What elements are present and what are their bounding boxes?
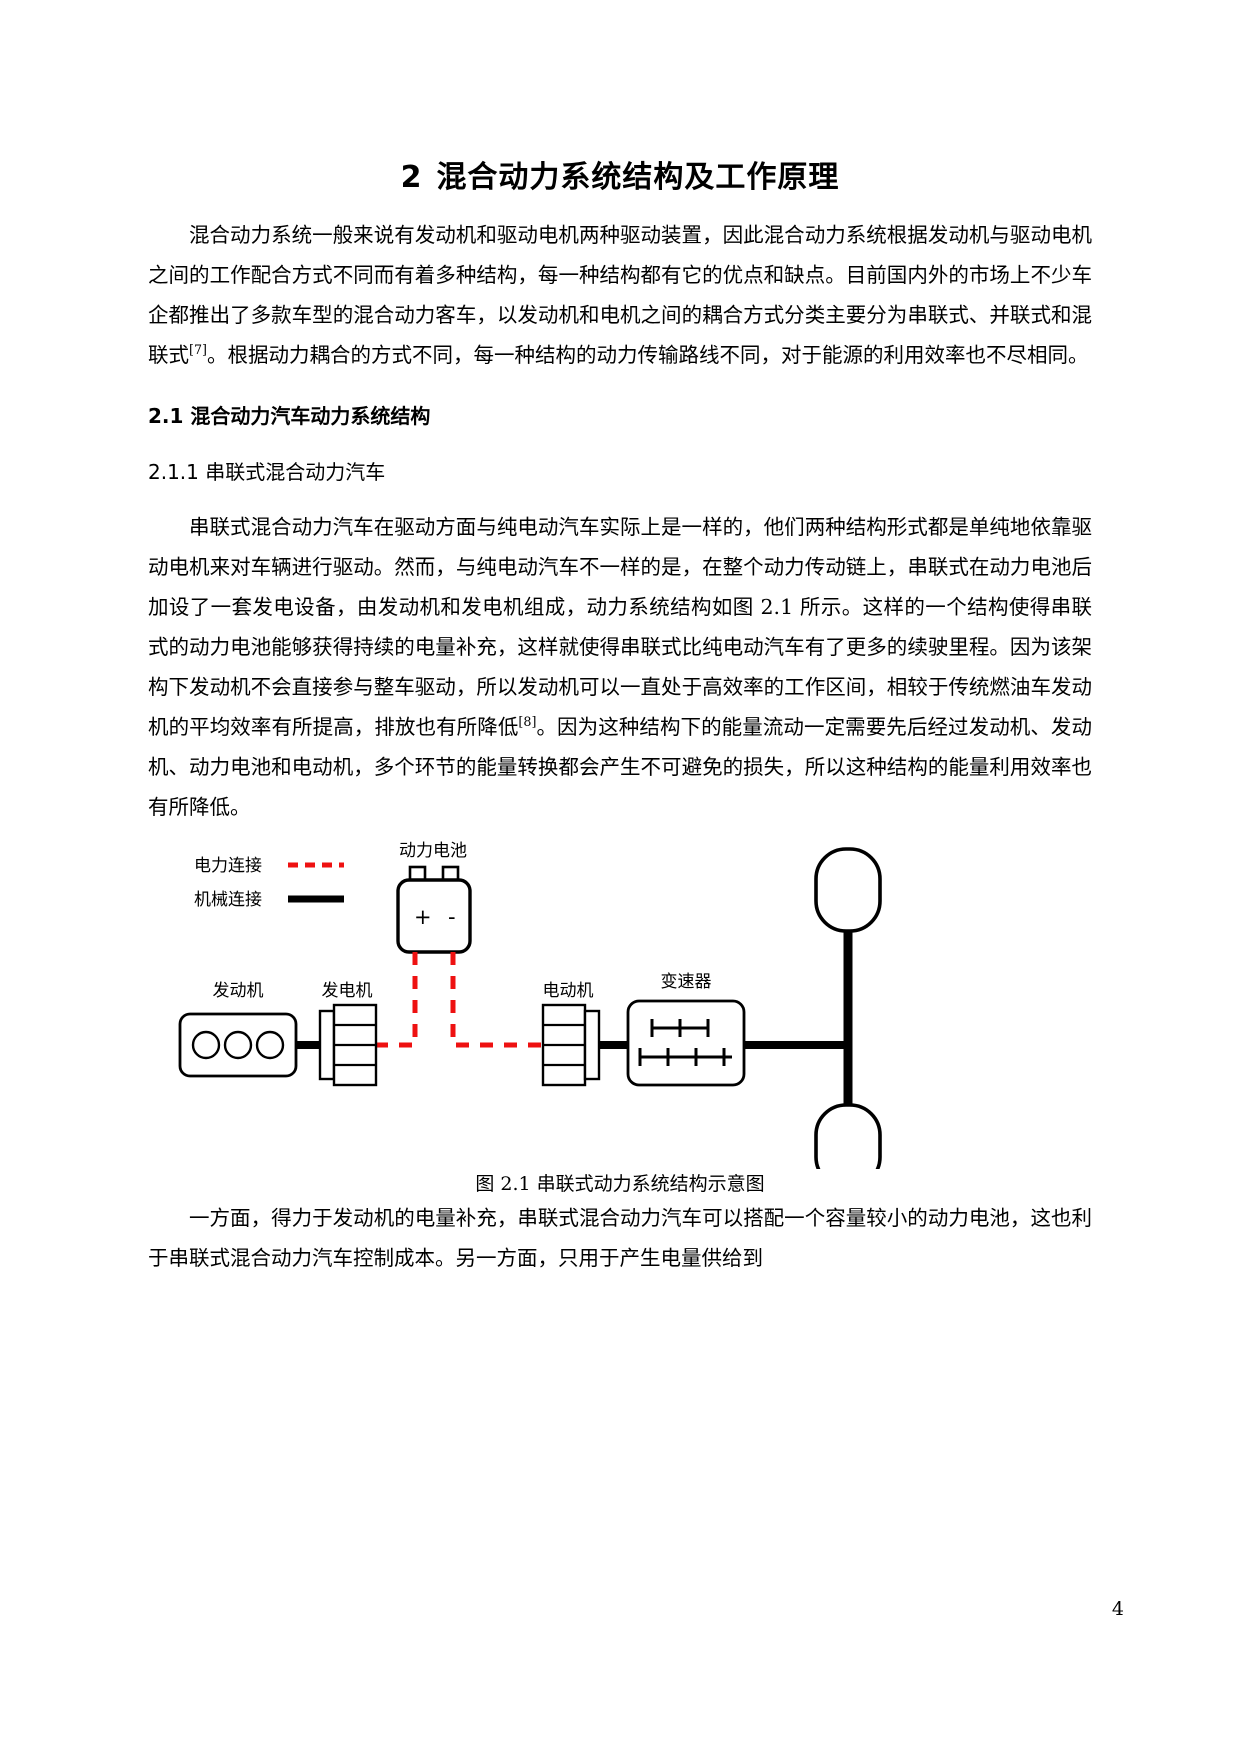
battery-label: 动力电池 [399, 841, 467, 861]
driveline [744, 847, 882, 1169]
legend-label-electric: 电力连接 [194, 856, 262, 876]
motor-label: 电动机 [543, 981, 594, 1001]
component-engine: 发动机 [178, 981, 298, 1078]
intro-paragraph: 混合动力系统一般来说有发动机和驱动电机两种驱动装置，因此混合动力系统根据发动机与… [148, 197, 1092, 375]
chapter-number: 2 [400, 160, 423, 195]
generator-endbell-left [318, 1009, 336, 1081]
engine-cylinder-1 [191, 1030, 221, 1060]
wheel-rear [814, 1103, 882, 1169]
engine-label: 发动机 [213, 981, 264, 1001]
wheel-front [814, 847, 882, 933]
component-motor: 电动机 [541, 981, 601, 1087]
figure-legend: 电力连接 机械连接 [194, 856, 344, 910]
electric-line-generator-to-battery [353, 952, 418, 1048]
engine-cylinder-2 [223, 1030, 253, 1060]
section-body-paragraph: 串联式混合动力汽车在驱动方面与纯电动汽车实际上是一样的，他们两种结构形式都是单纯… [148, 487, 1092, 827]
battery-terminal-minus: - [448, 905, 456, 929]
battery-terminal-plus: + [414, 905, 432, 929]
figure-caption: 图 2.1 串联式动力系统结构示意图 [148, 1169, 1092, 1198]
electric-connections [353, 952, 543, 1048]
section-body-part2: 。因为这种结构下的能量流动一定需要先后经过发动机、发动机、动力电池和电动机，多个… [148, 715, 1093, 819]
chapter-title-text: 混合动力系统结构及工作原理 [436, 160, 840, 195]
intro-text-part2: 。根据动力耦合的方式不同，每一种结构的动力传输路线不同，对于能源的利用效率也不尽… [207, 343, 1089, 367]
component-transmission: 变速器 [626, 972, 746, 1087]
section-number-2-1: 2.1 [148, 404, 184, 428]
page-title: 2 混合动力系统结构及工作原理 [148, 0, 1092, 197]
component-battery: 动力电池 + - [396, 841, 472, 954]
transmission-label: 变速器 [661, 972, 712, 992]
generator-label: 发电机 [322, 981, 373, 1001]
page-content: 2 混合动力系统结构及工作原理 混合动力系统一般来说有发动机和驱动电机两种驱动装置… [148, 0, 1092, 1278]
page-number: 4 [1111, 1598, 1124, 1620]
transmission-body [626, 999, 746, 1087]
intro-text-part1: 混合动力系统一般来说有发动机和驱动电机两种驱动装置，因此混合动力系统根据发动机与… [148, 223, 1092, 367]
engine-cylinder-3 [255, 1030, 285, 1060]
figure-caption-number: 图 2.1 [475, 1173, 531, 1195]
electric-line-battery-to-motor [450, 952, 543, 1048]
closing-paragraph: 一方面，得力于发动机的电量补充，串联式混合动力汽车可以搭配一个容量较小的动力电池… [148, 1205, 1092, 1270]
section-heading-2-1-1: 2.1.1 串联式混合动力汽车 [148, 431, 1092, 487]
section-title-2-1-1: 串联式混合动力汽车 [205, 460, 386, 484]
section-number-2-1-1: 2.1.1 [148, 460, 199, 484]
figure-2-1: 电力连接 机械连接 动力电池 + - [148, 839, 1092, 1169]
citation-ref-7: [7] [189, 342, 207, 358]
section-title-2-1: 混合动力汽车动力系统结构 [190, 404, 431, 428]
legend-label-mechanical: 机械连接 [194, 890, 262, 910]
section-heading-2-1: 2.1 混合动力汽车动力系统结构 [148, 375, 1092, 431]
section-body-part1: 串联式混合动力汽车在驱动方面与纯电动汽车实际上是一样的，他们两种结构形式都是单纯… [148, 515, 1092, 739]
figure-caption-title: 串联式动力系统结构示意图 [536, 1173, 765, 1195]
citation-ref-8: [8] [518, 714, 537, 730]
component-generator: 发电机 [318, 981, 378, 1087]
motor-endbell-right [583, 1009, 601, 1081]
battery-body [396, 878, 472, 954]
